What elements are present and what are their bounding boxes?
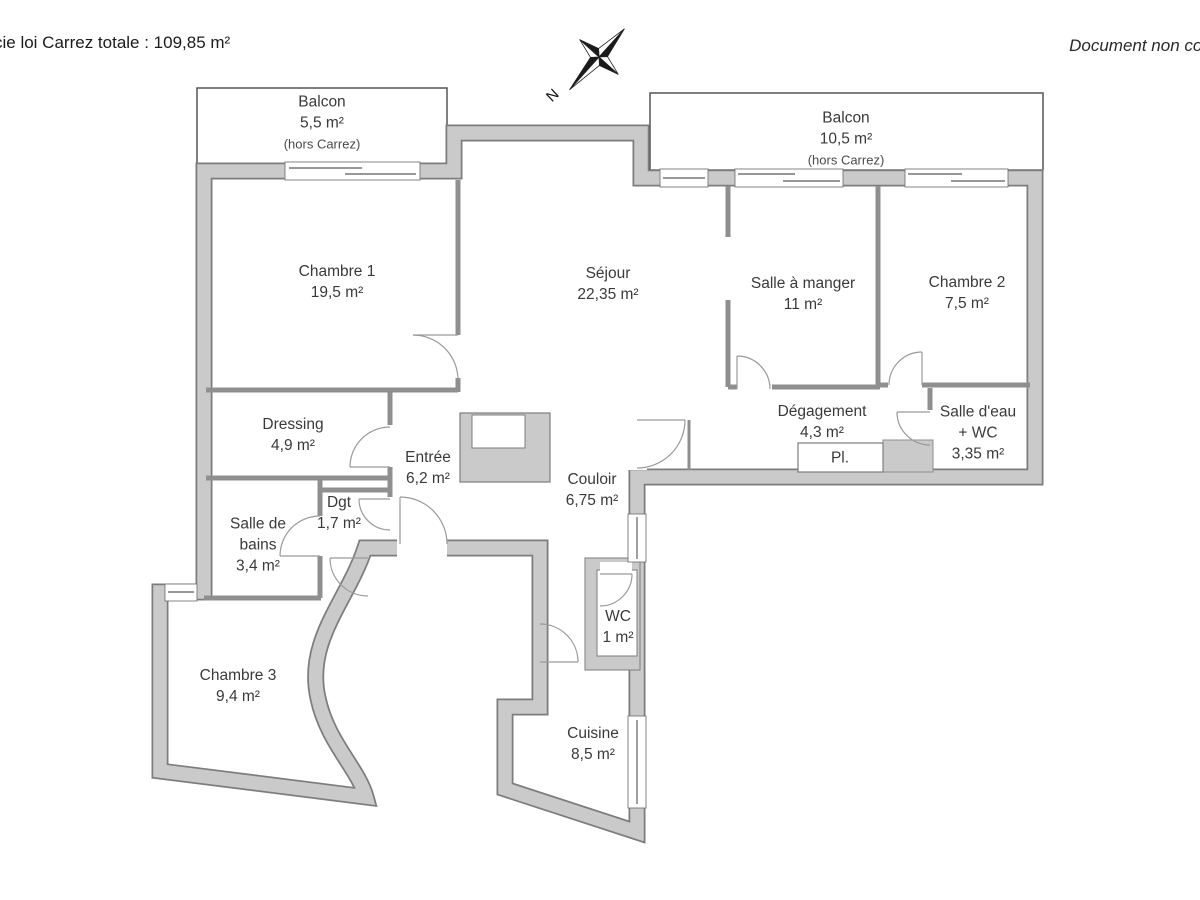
door-wc: [599, 573, 633, 607]
closet-blocks: [459, 412, 934, 671]
window-chambre3: [164, 583, 198, 602]
partition-walls: [204, 180, 1030, 601]
door-salle-de-bains: [279, 515, 321, 557]
door-salle-a-manger: [736, 355, 771, 390]
outer-walls: [151, 124, 1044, 844]
balcony-outlines: [196, 87, 1044, 171]
carrez-total-text: cie loi Carrez totale : 109,85 m²: [0, 33, 231, 52]
window-chambre1: [284, 161, 421, 181]
window-cuisine: [627, 715, 647, 809]
compass-north-label: N: [543, 86, 563, 106]
door-salle-eau: [896, 411, 931, 446]
door-swings: [279, 334, 931, 663]
compass-icon: N: [543, 28, 625, 106]
door-entree: [399, 496, 448, 545]
door-chambre3: [329, 557, 369, 597]
document-disclaimer-text: Document non cor: [1069, 36, 1200, 55]
door-cuisine: [539, 623, 579, 663]
door-gaps: [397, 418, 647, 572]
door-chambre2: [888, 351, 923, 386]
door-entrance: [636, 419, 686, 469]
windows: [164, 161, 1009, 809]
door-chambre1: [412, 334, 459, 381]
window-sejour-small: [659, 168, 709, 188]
window-couloir: [627, 513, 647, 563]
window-salle-a-manger: [734, 168, 844, 188]
door-dgt: [358, 498, 391, 531]
window-chambre2: [904, 168, 1009, 188]
door-dressing: [349, 426, 391, 468]
